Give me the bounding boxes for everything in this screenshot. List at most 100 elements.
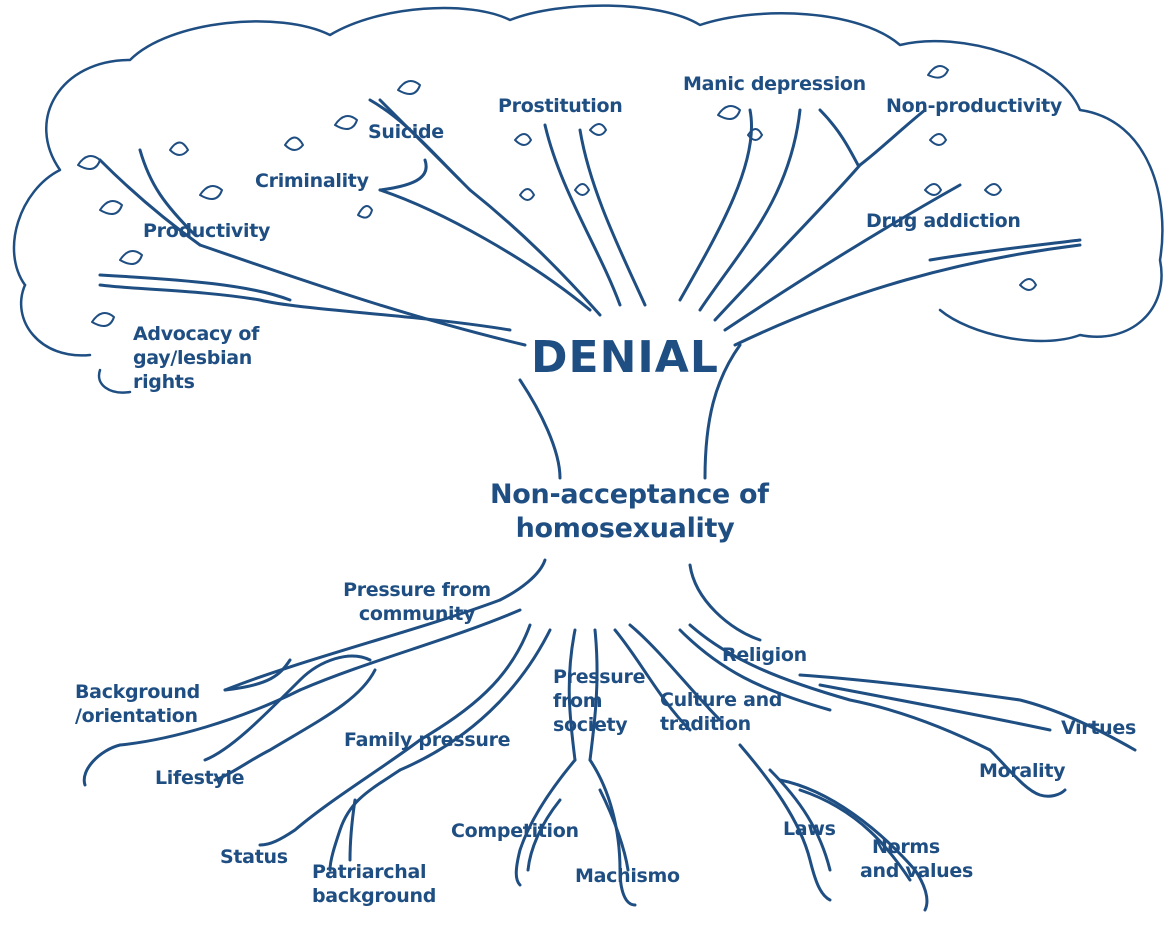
root-lifestyle <box>203 654 372 762</box>
root-virtues <box>798 673 1137 752</box>
root-label-norms: Norms and values <box>860 835 973 883</box>
root-background <box>82 688 302 787</box>
canopy-outline-lower <box>97 368 132 394</box>
branch-nonprod <box>713 163 862 322</box>
branch-label-suicide: Suicide <box>368 121 444 143</box>
branch-productivity-b <box>98 158 202 247</box>
branch-label-criminality: Criminality <box>255 170 369 192</box>
root-culture-b <box>628 623 722 722</box>
branch-suicide-c <box>368 98 462 182</box>
root-label-status: Status <box>220 846 288 868</box>
leaf <box>1019 278 1037 291</box>
leaf <box>284 136 304 151</box>
root-society-b <box>588 628 599 762</box>
root-laws <box>738 743 832 902</box>
branch-drug <box>723 183 962 332</box>
root-label-line: Norms <box>872 836 940 858</box>
branch-label-non-productivity: Non-productivity <box>886 95 1062 117</box>
root-label-pressure-community: Pressure from community <box>342 578 492 626</box>
core-issue-line: Non-acceptance of <box>490 479 769 510</box>
leaf <box>929 133 947 146</box>
leaf <box>357 205 373 219</box>
leaf <box>717 105 741 120</box>
branch-criminality-b <box>378 158 428 192</box>
leaf <box>119 250 143 265</box>
branch-manic-b <box>698 108 802 312</box>
root-label-culture: Culture and tradition <box>660 688 782 736</box>
root-religion <box>688 623 992 752</box>
branch-label-prostitution: Prostitution <box>498 95 623 117</box>
branch-nonprod-b <box>858 108 927 167</box>
root-label-line: Pressure from <box>343 579 491 601</box>
root-patriarchal <box>348 798 357 862</box>
root-lifestyle-b <box>213 668 377 782</box>
leaf <box>91 312 115 327</box>
root-community-b <box>298 608 522 692</box>
root-community <box>223 598 502 692</box>
branch-label-line: gay/lesbian <box>133 347 253 369</box>
root-label-line: background <box>312 885 436 907</box>
branch-prostitution-b <box>578 128 647 307</box>
root-culture <box>613 628 692 732</box>
root-norms <box>778 778 929 912</box>
core-issue: Non-acceptance of homosexuality <box>490 478 769 546</box>
branch-label-productivity: Productivity <box>143 220 271 242</box>
leaf <box>397 80 421 95</box>
root-label-pressure-society: Pressure from society <box>553 665 645 737</box>
root-norms-b <box>798 788 912 882</box>
root-machismo <box>588 758 637 907</box>
root-label-line: society <box>553 714 628 736</box>
trunk-left <box>518 378 562 480</box>
trunk-lower-left <box>498 558 547 602</box>
branch-nonprod-c <box>818 108 860 167</box>
branch-label-line: rights <box>133 371 195 393</box>
branch-suicide <box>468 188 602 317</box>
branch-label-manic-depression: Manic depression <box>683 73 866 95</box>
branch-label-line: Advocacy of <box>133 323 260 345</box>
leaf <box>924 183 942 196</box>
root-label-lifestyle: Lifestyle <box>155 767 245 789</box>
leaf <box>984 183 1002 196</box>
branch-advocacy <box>98 283 512 332</box>
root-label-competition: Competition <box>451 820 579 842</box>
root-morality <box>988 748 1067 798</box>
core-issue-line: homosexuality <box>515 513 735 544</box>
root-background-b <box>223 658 292 692</box>
root-status <box>258 738 422 847</box>
branch-productivity-c <box>138 148 197 237</box>
root-label-line: and values <box>860 860 974 882</box>
branch-advocacy-b <box>98 273 292 302</box>
root-label-morality: Morality <box>979 760 1066 782</box>
leaf <box>747 128 763 141</box>
root-label-family-pressure: Family pressure <box>344 729 511 751</box>
root-label-line: /orientation <box>75 705 198 727</box>
root-label-machismo: Machismo <box>575 865 680 887</box>
branch-label-drug-addiction: Drug addiction <box>866 210 1021 232</box>
branch-prostitution <box>543 123 622 307</box>
branch-drug-c <box>928 238 1082 262</box>
branch-criminality <box>378 188 592 312</box>
branch-label-advocacy: Advocacy of gay/lesbian rights <box>133 322 259 394</box>
root-label-background: Background /orientation <box>75 680 200 728</box>
branch-manic <box>678 108 753 302</box>
leaf <box>99 200 123 215</box>
root-label-line: Background <box>75 681 200 703</box>
leaf <box>77 155 101 170</box>
leaf <box>514 133 532 146</box>
root-status-b <box>328 768 402 872</box>
leaf <box>199 185 223 200</box>
root-label-line: Patriarchal <box>312 861 427 883</box>
canopy-outline <box>12 4 1164 343</box>
branch-productivity <box>198 243 527 347</box>
root-label-virtues: Virtues <box>1061 717 1136 739</box>
root-label-religion: Religion <box>722 644 807 666</box>
trunk-lower-right <box>688 563 762 642</box>
root-family-b <box>398 628 552 772</box>
root-competition-b <box>526 798 562 872</box>
leaf <box>519 188 535 201</box>
root-label-line: tradition <box>660 713 751 735</box>
root-competition <box>514 758 577 887</box>
leaf <box>574 183 590 196</box>
root-machismo-b <box>598 788 630 872</box>
